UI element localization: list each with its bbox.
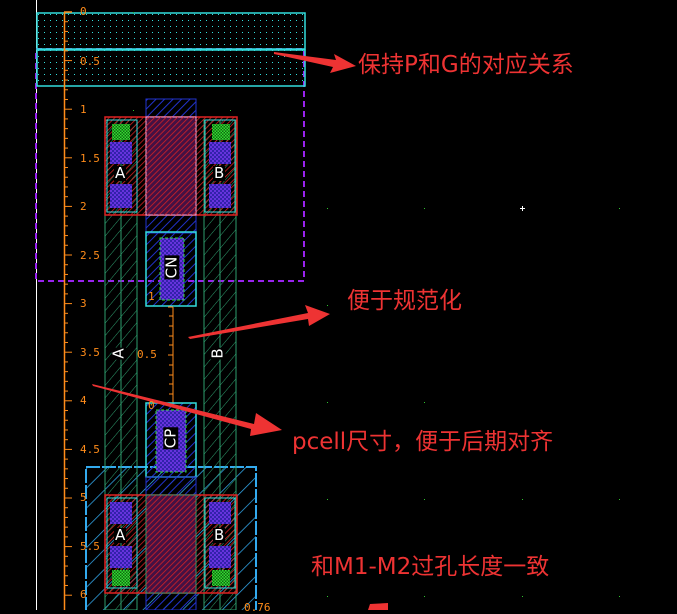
pin-label-b-top: B	[213, 164, 226, 182]
annotation-normalization: 便于规范化	[347, 288, 462, 314]
pin-label-b-bottom: B	[213, 526, 226, 544]
corner-dimension-label: 0.76	[244, 601, 271, 614]
ruler-label-5: 5	[80, 491, 87, 504]
pin-label-cn: CN	[162, 255, 181, 280]
pin-label-a-top: A	[114, 164, 127, 182]
ruler-label-3: 3	[80, 297, 87, 310]
pin-label-cp: CP	[161, 427, 180, 450]
ruler-label-4.5: 4.5	[80, 443, 100, 456]
ruler-label-0: 0	[80, 5, 87, 18]
small-ruler-label-0: 0	[148, 399, 155, 412]
annotation-pg-correspondence: 保持P和G的对应关系	[358, 52, 574, 78]
small-ruler-label-0.5: 0.5	[137, 348, 157, 361]
pin-label-a-bottom: A	[114, 526, 127, 544]
ruler-label-1.5: 1.5	[80, 152, 100, 165]
annotation-pcell-size: pcell尺寸，便于后期对齐	[292, 429, 554, 455]
ruler-label-2: 2	[80, 200, 87, 213]
ruler-label-6: 6	[80, 588, 87, 601]
small-ruler-label-1: 1	[148, 290, 155, 303]
ruler-label-1: 1	[80, 103, 87, 116]
pin-label-b-mid: B	[208, 347, 227, 360]
ruler-label-2.5: 2.5	[80, 249, 100, 262]
ruler-label-4: 4	[80, 394, 87, 407]
ruler-label-0.5: 0.5	[80, 55, 100, 68]
pin-label-a-mid: A	[109, 347, 128, 360]
ruler-label-5.5: 5.5	[80, 540, 100, 553]
ruler-label-3.5: 3.5	[80, 346, 100, 359]
annotation-via-length: 和M1-M2过孔长度一致	[311, 554, 550, 580]
